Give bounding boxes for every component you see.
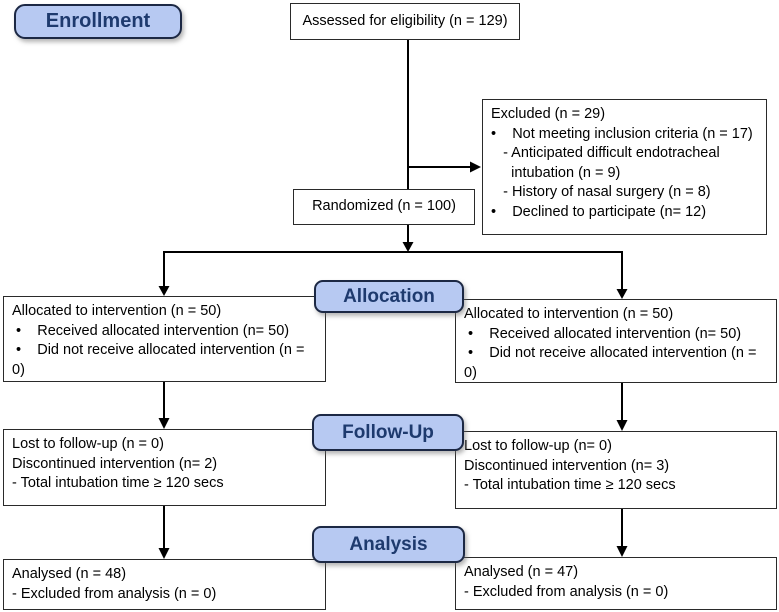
box-text-line: Allocated to intervention (n = 50) [12, 303, 222, 319]
box-analysis-right: Analysed (n = 47) - Excluded from analysi… [455, 557, 777, 610]
box-text-line: - Excluded from analysis (n = 0) [464, 583, 669, 600]
box-allocation-left: Allocated to intervention (n = 50) • Rec… [3, 296, 326, 382]
box-text-line: • Received allocated intervention (n= 50… [464, 325, 742, 342]
box-text-line: Analysed (n = 47) [464, 564, 579, 580]
box-text-line: - Anticipated difficult endotracheal [491, 145, 720, 161]
box-text-line: - History of nasal surgery (n = 8) [491, 184, 711, 200]
box-follow-up-right: Lost to follow-up (n= 0) Discontinued int… [455, 431, 777, 509]
box-text-line: - Total intubation time ≥ 120 secs [464, 477, 676, 493]
box-text-line: intubation (n = 9) [491, 164, 621, 181]
box-text-line: • Declined to participate (n= 12) [491, 203, 707, 220]
box-text-line: Excluded (n = 29) [491, 106, 606, 122]
box-allocation-right: Allocated to intervention (n = 50) • Rec… [455, 299, 777, 383]
box-randomized: Randomized (n = 100) [293, 189, 475, 225]
box-text-line: • Not meeting inclusion criteria (n = 17… [491, 125, 753, 142]
box-excluded: Excluded (n = 29) • Not meeting inclusion… [482, 99, 767, 235]
box-text-line: Discontinued intervention (n= 2) [12, 455, 218, 472]
box-text-line: Analysed (n = 48) [12, 566, 127, 582]
box-text-line: - Excluded from analysis (n = 0) [12, 585, 217, 602]
box-text-line: • Did not receive allocated intervention… [12, 342, 309, 378]
box-text-line: • Received allocated intervention (n= 50… [12, 322, 290, 339]
box-text-line: Discontinued intervention (n= 3) [464, 457, 670, 474]
stage-label-follow-up: Follow-Up [312, 414, 464, 451]
box-text-line: Lost to follow-up (n = 0) [12, 436, 164, 452]
box-text-line: • Did not receive allocated intervention… [464, 345, 761, 381]
box-follow-up-left: Lost to follow-up (n = 0) Discontinued in… [3, 429, 326, 506]
stage-label-allocation: Allocation [314, 280, 464, 313]
box-text-line: Lost to follow-up (n= 0) [464, 438, 612, 454]
stage-label-analysis: Analysis [312, 526, 465, 563]
box-analysis-left: Analysed (n = 48) - Excluded from analysi… [3, 559, 326, 610]
box-text-line: Allocated to intervention (n = 50) [464, 306, 674, 322]
stage-label-enrollment: Enrollment [14, 4, 182, 39]
box-assessed-for-eligibility: Assessed for eligibility (n = 129) [290, 3, 520, 40]
box-text-line: - Total intubation time ≥ 120 secs [12, 475, 224, 491]
